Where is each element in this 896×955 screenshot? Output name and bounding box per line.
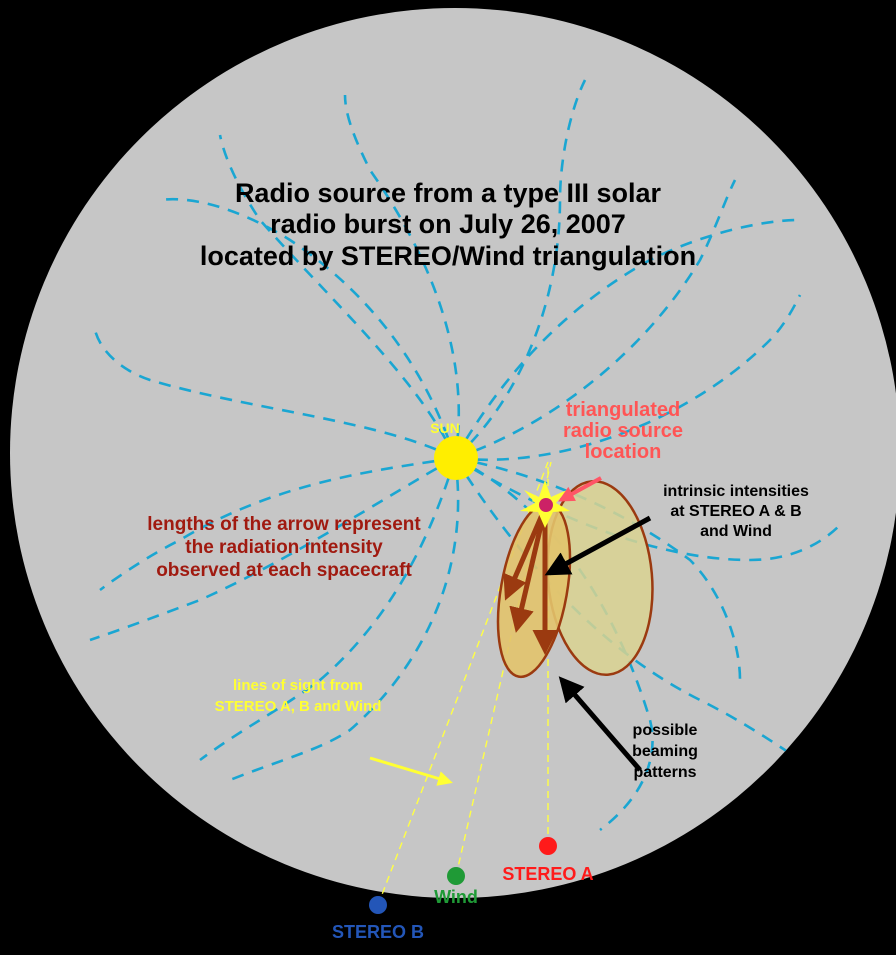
beaming-label-line-2: beaming — [632, 743, 698, 760]
spiral-line — [453, 457, 801, 762]
spiral-line — [218, 134, 457, 459]
intensity-arrow-wind — [509, 507, 548, 633]
wind-icon — [447, 867, 465, 885]
lines-of-sight-label-line-1: lines of sight from — [233, 677, 363, 694]
pointer-arrow-triangulated — [558, 476, 602, 502]
spiral-line — [454, 456, 841, 562]
title-line-1: Radio source from a type III solar — [235, 178, 662, 208]
spiral-line — [454, 456, 742, 681]
arrow-lengths-label-line-2: the radiation intensity — [185, 537, 383, 558]
triangulated-label-line-2: radio source — [563, 420, 683, 442]
spiral-line — [199, 457, 457, 762]
pointer-arrow-beaming — [558, 676, 642, 772]
stereo-b-label: STEREO B — [332, 922, 424, 942]
arrow-lengths-label-line-3: observed at each spacecraft — [156, 560, 412, 581]
spiral-line — [454, 179, 737, 460]
intensity-arrows — [503, 507, 558, 655]
arrow-lengths-label-line-1: lengths of the arrow represent — [147, 514, 421, 535]
spiral-line — [343, 94, 461, 459]
sun-icon — [434, 436, 478, 480]
intrinsic-label-line-3: and Wind — [700, 523, 772, 540]
intrinsic-label-line-2: at STEREO A & B — [670, 503, 801, 520]
radio-source-point — [539, 498, 553, 512]
spiral-line — [454, 294, 802, 462]
sun-label: SUN — [430, 420, 460, 436]
beaming-label-line-3: patterns — [633, 764, 696, 781]
intensity-arrow-stereo-b — [503, 507, 548, 601]
triangulated-label-line-1: triangulated — [566, 399, 680, 421]
spiral-line — [454, 79, 587, 459]
stereo-b-icon — [369, 896, 387, 914]
wind-label: Wind — [434, 887, 478, 907]
stereo-a-label: STEREO A — [502, 864, 593, 884]
stereo-a-icon — [539, 837, 557, 855]
spiral-line — [89, 456, 456, 642]
intrinsic-label-line-1: intrinsic intensities — [663, 483, 809, 500]
title-line-2: radio burst on July 26, 2007 — [270, 209, 626, 239]
spiral-line — [453, 218, 801, 459]
triangulated-label-line-3: location — [585, 441, 662, 463]
pointer-arrow-lines-of-sight — [369, 756, 453, 786]
spiral-line — [159, 197, 457, 459]
spiral-line — [99, 456, 456, 592]
spiral-line — [93, 329, 456, 460]
lines-of-sight-label-line-2: STEREO A, B and Wind — [215, 698, 382, 715]
beaming-label-line-1: possible — [633, 722, 698, 739]
title-line-3: located by STEREO/Wind triangulation — [200, 241, 696, 271]
pointer-arrow-intrinsic — [544, 515, 652, 576]
